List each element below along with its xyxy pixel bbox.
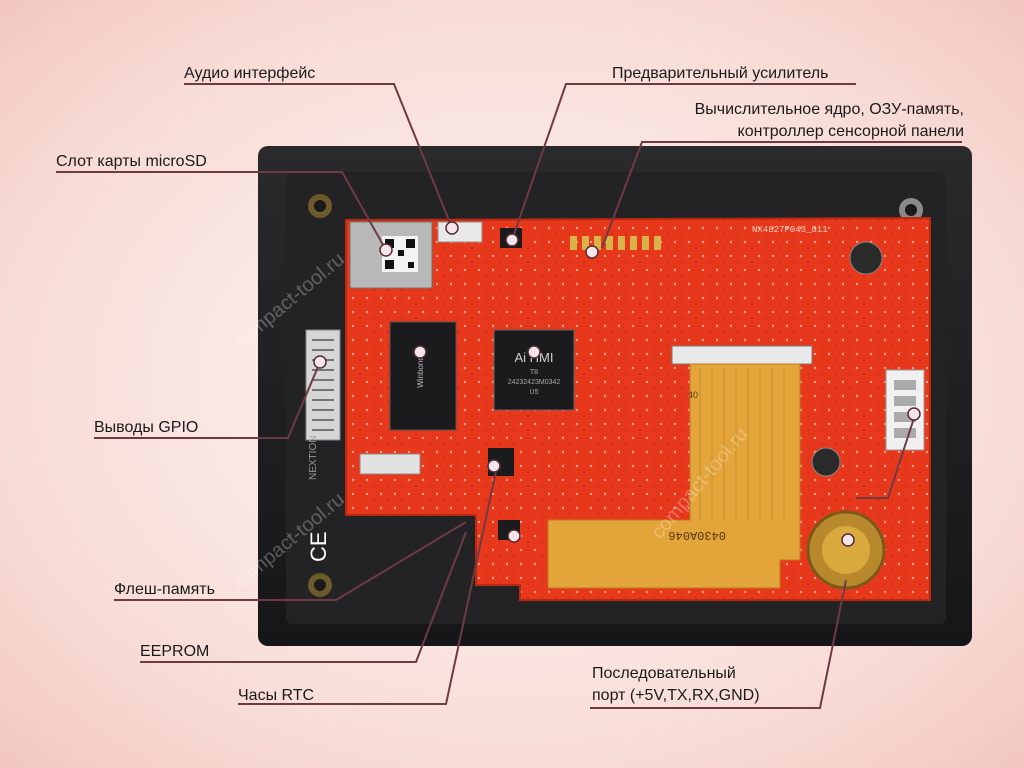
label-serial-line1: Последовательный [592,665,736,682]
label-audio-interface: Аудио интерфейс [184,65,316,82]
label-preamp: Предварительный усилитель [612,65,829,82]
label-serial-line2: порт (+5V,TX,RX,GND) [592,687,760,704]
capacitors [811,241,883,477]
label-flash: Флеш-память [114,581,215,598]
audio-connector [437,221,483,243]
ribbon-text: 0430A046 [668,528,726,542]
test-pads [570,236,661,250]
ce-mark: CE [306,531,331,562]
label-microsd: Слот карты microSD [56,153,207,170]
cpu-label-3: 24232423M0342 [508,379,561,386]
ribbon-pin-text: 40 [688,390,698,400]
label-cpu-line2: контроллер сенсорной панели [737,123,964,140]
cpu-chip [493,329,575,411]
cpu-label-4: U5 [530,389,539,396]
label-eeprom: EEPROM [140,643,210,660]
ribbon-connector [671,345,813,365]
label-cpu-line1: Вычислительное ядро, ОЗУ-память, [694,101,964,118]
cpu-label-2: T8 [530,369,538,376]
label-gpio: Выводы GPIO [94,419,199,436]
model-text: NX4827P043_011 [752,225,828,235]
leader-lines [56,83,962,709]
label-rtc: Часы RTC [238,687,315,704]
flash-chip [389,321,457,431]
display-ribbon [547,363,801,589]
flash-chip-label: Winbond [416,356,425,388]
target-dots [313,221,921,547]
gpio-connector [305,329,341,441]
aux-connector [359,453,421,475]
brand-text: NEXTION [308,436,319,480]
